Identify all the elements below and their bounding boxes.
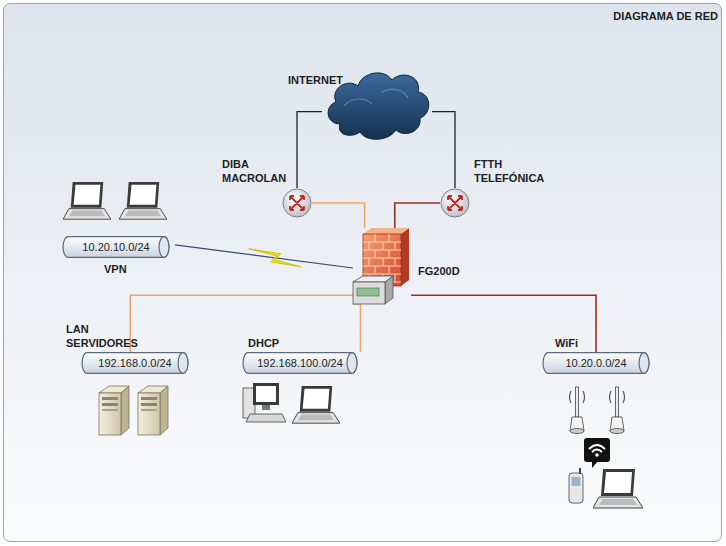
wifi-badge [584, 438, 610, 462]
node-label: WiFi [555, 336, 615, 350]
network-link [297, 112, 322, 188]
access-point-icon [610, 387, 625, 434]
node-label: INTERNET [288, 73, 358, 87]
network-address: 192.168.100.0/24 [237, 352, 363, 374]
phone-body [569, 473, 583, 503]
network-address: 192.168.0.0/24 [76, 352, 194, 374]
network-link [130, 295, 353, 352]
wifi-badge-tail [592, 461, 598, 468]
network-band: LAN SERVIDORES192.168.0.0/24 [76, 352, 194, 374]
network-band: DHCP192.168.100.0/24 [237, 352, 363, 374]
router-outline [440, 188, 470, 218]
node-label: VPN [104, 262, 144, 276]
phone-screen [572, 477, 581, 486]
laptop-icon [292, 386, 340, 423]
router-arrows [448, 196, 462, 210]
device-panel [357, 288, 379, 296]
network-address: 10.20.0.0/24 [537, 352, 655, 374]
phone-icon [569, 468, 583, 503]
router-node: DIBA MACROLAN [282, 188, 312, 218]
network-band: WiFi10.20.0.0/24 [537, 352, 655, 374]
pc-screen [256, 386, 276, 402]
node-label: DIBA MACROLAN [222, 157, 284, 185]
firewall-side [401, 228, 409, 286]
band-end [178, 353, 188, 374]
network-link [175, 245, 353, 268]
wifi-icon [584, 438, 610, 468]
firewall-bricks [363, 234, 401, 282]
server-icon [138, 386, 168, 435]
link-line [297, 112, 322, 188]
router-body [283, 189, 311, 217]
access-point-icon [570, 387, 585, 434]
network-link [432, 112, 455, 188]
network-band: 10.20.10.0/24VPN [57, 236, 175, 258]
firewall-node: FG200D [353, 228, 411, 308]
router-outline [282, 188, 312, 218]
link-line [395, 203, 440, 228]
pc-icon [243, 383, 286, 422]
cloud-node: INTERNET [322, 66, 432, 142]
device-front [353, 282, 385, 304]
server-icon [99, 386, 129, 435]
node-label: DHCP [248, 336, 308, 350]
node-label: LAN SERVIDORES [66, 322, 146, 350]
laptop-icon [593, 469, 643, 508]
network-link [312, 203, 365, 228]
diagram-title: DIAGRAMA DE RED [596, 10, 718, 22]
pc-keyboard [246, 414, 286, 422]
link-line [312, 203, 365, 228]
wifi-dot [595, 453, 599, 457]
band-end [639, 353, 649, 374]
router-node: FTTH TELEFÓNICA [440, 188, 470, 218]
node-label: FTTH TELEFÓNICA [474, 157, 550, 185]
network-link [353, 304, 360, 352]
laptop-icon [63, 182, 111, 219]
pc-monitor [253, 383, 279, 405]
band-end [159, 237, 169, 258]
device-side [385, 276, 393, 304]
node-label: FG200D [418, 264, 478, 278]
phone-antenna [579, 468, 581, 474]
lightning-bolt [249, 249, 301, 267]
firewall-top [363, 228, 409, 234]
pc-stand [262, 405, 270, 410]
cloud-highlight [344, 89, 408, 106]
link-line [432, 112, 455, 188]
firewall-outline [353, 228, 411, 308]
router-body [441, 189, 469, 217]
link-line [130, 295, 353, 352]
network-address: 10.20.10.0/24 [57, 236, 175, 258]
network-link [395, 203, 440, 228]
cloud-shape [328, 73, 429, 139]
router-arrows [290, 196, 304, 210]
link-line [175, 245, 353, 268]
laptop-icon [119, 182, 167, 219]
band-end [347, 353, 357, 374]
link-line [353, 304, 360, 352]
wifi-waves [589, 445, 605, 452]
